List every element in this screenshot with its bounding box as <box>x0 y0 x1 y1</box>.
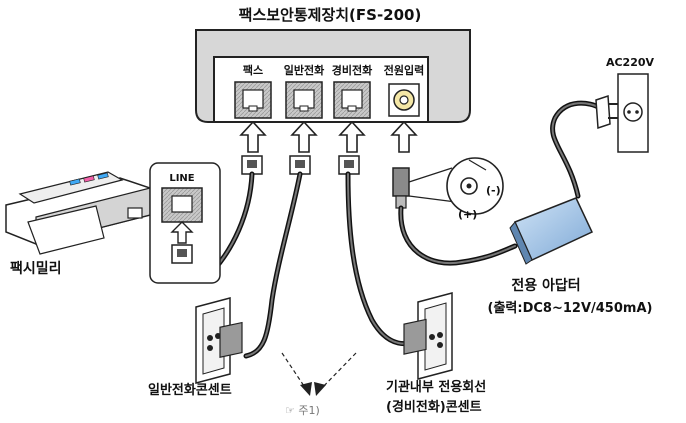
rj-plug-general <box>289 155 311 175</box>
arrow-up-icon <box>170 221 194 244</box>
fax-machine-label: 팩시밀리 <box>10 260 62 277</box>
note-arrow-icon <box>300 382 312 396</box>
power-input-jack <box>388 83 420 117</box>
arrow-up-icon <box>239 120 267 153</box>
ac-wall-socket <box>617 73 649 153</box>
general-outlet-label: 일반전화콘센트 <box>148 382 232 398</box>
security-phone-port <box>333 81 371 119</box>
dedicated-outlet-label-line2: (경비전화)콘센트 <box>386 399 482 415</box>
note-arrow-icon <box>314 382 326 396</box>
dc-power-plug <box>392 167 410 209</box>
polarity-minus-label: (-) <box>486 184 501 197</box>
port-label-security-phone: 경비전화 <box>332 63 372 77</box>
ac-voltage-label: AC220V <box>606 56 655 69</box>
dedicated-line-wall-outlet <box>403 292 453 380</box>
fax-line-panel <box>149 162 221 284</box>
polarity-plus-label: (+) <box>458 208 477 221</box>
footnote-marker: ☞ 주1) <box>285 404 320 417</box>
ac-power-plug <box>595 94 618 130</box>
adapter-name: 전용 아답터 <box>511 277 580 294</box>
rj-plug-security <box>338 155 360 175</box>
power-adapter <box>509 197 593 265</box>
general-phone-cable <box>243 171 303 359</box>
fax-machine <box>5 171 151 255</box>
arrow-up-icon <box>338 120 366 153</box>
adapter-output-spec: (출력:DC8~12V/450mA) <box>488 300 653 316</box>
arrow-up-icon <box>390 120 418 153</box>
fax-port <box>234 81 272 119</box>
general-phone-port <box>285 81 323 119</box>
device-title: 팩스보안통제장치(FS-200) <box>239 6 422 24</box>
line-port-label: LINE <box>169 173 194 184</box>
arrow-up-icon <box>290 120 318 153</box>
port-label-power-input: 전원입력 <box>384 63 424 77</box>
polarity-detail <box>408 157 504 215</box>
port-label-fax: 팩스 <box>243 63 263 77</box>
general-phone-wall-outlet <box>195 297 243 384</box>
security-phone-cable <box>345 171 423 346</box>
dedicated-outlet-label-line1: 기관내부 전용회선 <box>386 379 486 395</box>
rj-plug-fax <box>241 155 263 175</box>
port-label-general-phone: 일반전화 <box>284 63 324 77</box>
